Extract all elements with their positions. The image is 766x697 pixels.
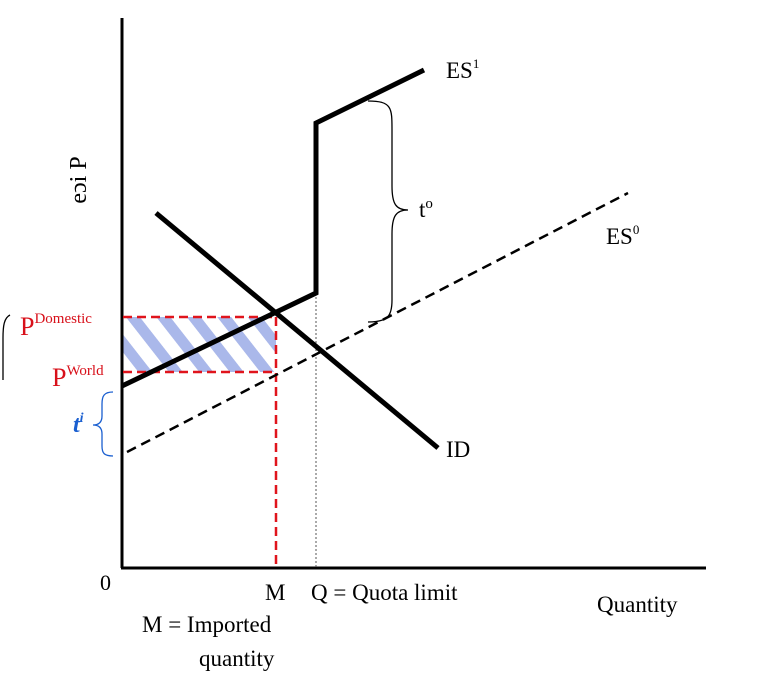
es1-curve — [120, 67, 426, 389]
es0-curve — [126, 191, 629, 454]
world-price-label: PWorld — [52, 363, 104, 392]
imported-quantity-line2: quantity — [199, 646, 275, 671]
tariff-import-label: ti — [73, 411, 84, 438]
es1-label: ES1 — [446, 56, 479, 83]
x-axis-label: Quantity — [597, 592, 678, 617]
es0-label: ES0 — [606, 222, 639, 249]
domestic-price-label: PDomestic — [20, 311, 92, 341]
tariff-equivalent-brace — [367, 100, 409, 323]
m-tick-label: M — [265, 580, 285, 605]
quota-limit-label: Q = Quota limit — [311, 580, 458, 605]
origin-label: 0 — [100, 570, 111, 595]
tariff-import-brace — [92, 391, 114, 457]
y-axis-label: eɔi P — [66, 156, 92, 203]
id-label: ID — [446, 437, 470, 462]
tariff-equivalent-label: to — [419, 196, 433, 222]
imported-quantity-line1: M = Imported — [142, 612, 272, 637]
id-curve — [154, 211, 440, 450]
clipped-brace — [2, 314, 11, 380]
